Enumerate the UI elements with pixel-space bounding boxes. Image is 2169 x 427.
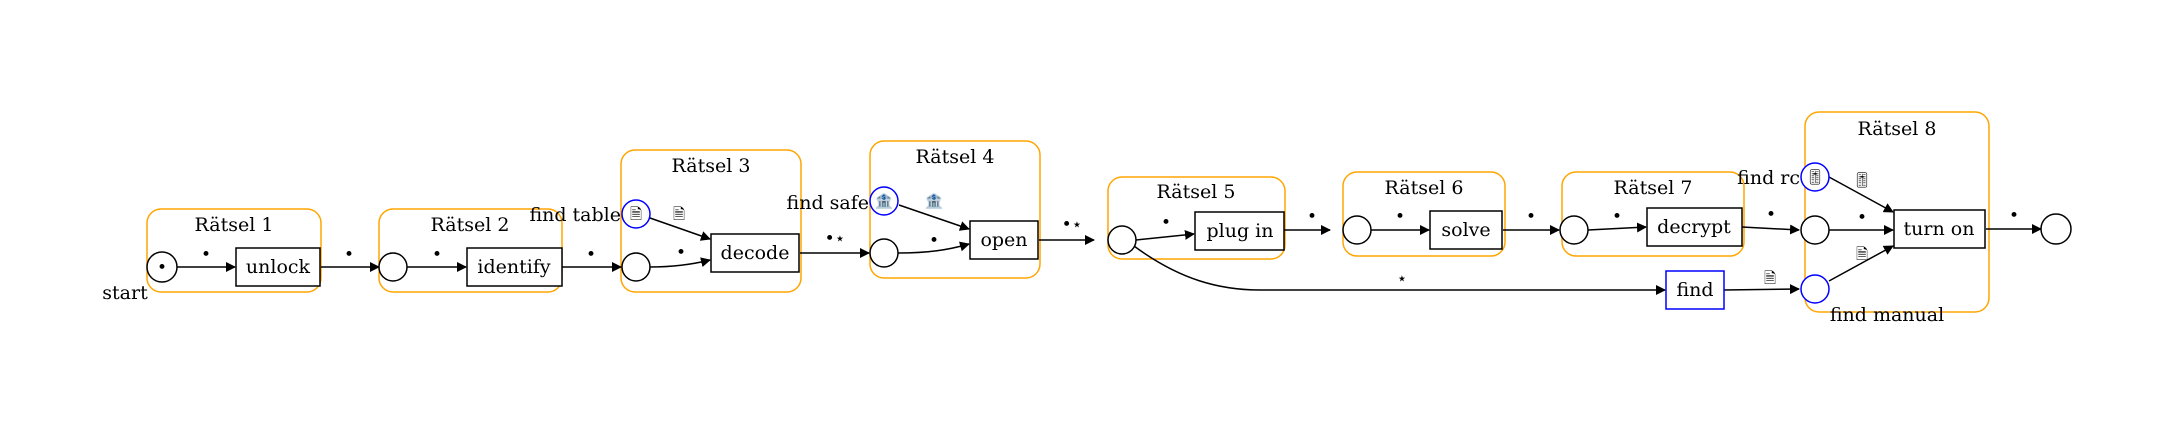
document-icon: 🗎 bbox=[630, 205, 642, 223]
place-find-rc[interactable]: 🎚 bbox=[1800, 162, 1830, 192]
cluster-raetsel-4: Rätsel 4 bbox=[869, 140, 1041, 279]
transition-open-label: open bbox=[980, 229, 1027, 251]
remote-control-icon: 🎚 bbox=[1805, 168, 1824, 186]
cluster-raetsel-5: Rätsel 5 bbox=[1107, 176, 1286, 260]
place-raetsel-8[interactable] bbox=[1800, 215, 1830, 245]
cluster-raetsel-5-title: Rätsel 5 bbox=[1157, 181, 1236, 203]
edge-labels: • • • • • 🗎 •⋆ • 🏦 •⋆ • ⋆ • • • • • 🎚 • … bbox=[201, 171, 2019, 289]
cluster-raetsel-6: Rätsel 6 bbox=[1342, 171, 1506, 257]
find-table-label: find table bbox=[529, 204, 621, 226]
cluster-raetsel-4-title: Rätsel 4 bbox=[916, 146, 995, 168]
edge-label-token: • bbox=[432, 245, 442, 265]
transition-find-label: find bbox=[1676, 279, 1713, 301]
transition-decrypt-label: decrypt bbox=[1657, 216, 1731, 238]
transition-decode-label: decode bbox=[721, 242, 790, 264]
transition-plug-in[interactable]: plug in bbox=[1194, 211, 1285, 251]
edge-label-token: • bbox=[201, 245, 211, 265]
edge-label-star: ⋆ bbox=[1397, 269, 1408, 289]
remote-control-icon: 🎚 bbox=[1852, 171, 1871, 189]
find-manual-label: find manual bbox=[1830, 304, 1944, 326]
edge-p4-open bbox=[897, 241, 970, 254]
edge-findmanual-turnon bbox=[1828, 245, 1894, 282]
place-find-safe[interactable]: 🏦 bbox=[869, 186, 899, 216]
transitions: unlock identify decode open plug in solv… bbox=[235, 207, 1986, 310]
edges bbox=[177, 176, 2042, 295]
edge-label-token: • bbox=[929, 231, 939, 251]
place-raetsel-6[interactable] bbox=[1342, 215, 1372, 245]
edge-decrypt-p8 bbox=[1741, 224, 1800, 235]
start-token: • bbox=[157, 258, 167, 278]
cluster-raetsel-3-title: Rätsel 3 bbox=[672, 155, 751, 177]
edge-findsafe-open bbox=[898, 204, 970, 231]
edge-p5-find bbox=[1133, 245, 1666, 295]
transition-unlock-label: unlock bbox=[246, 256, 311, 278]
edge-label-token: • bbox=[1526, 207, 1536, 227]
transition-unlock[interactable]: unlock bbox=[235, 247, 321, 287]
transition-turn-on[interactable]: turn on bbox=[1893, 209, 1986, 249]
edge-label-token: • bbox=[586, 245, 596, 265]
edge-label-token: • bbox=[676, 243, 686, 263]
edge-label-token: • bbox=[2009, 206, 2019, 226]
edge-p7-decrypt bbox=[1587, 222, 1647, 233]
transition-solve[interactable]: solve bbox=[1429, 210, 1503, 250]
find-rc-label: find rc bbox=[1737, 167, 1800, 189]
places: • start 🗎 find table 🏦 find safe 🎚 find … bbox=[102, 162, 2072, 326]
place-raetsel-2[interactable] bbox=[378, 252, 408, 282]
edge-label-token: • bbox=[344, 245, 354, 265]
place-raetsel-7[interactable] bbox=[1559, 215, 1589, 245]
cluster-raetsel-8: Rätsel 8 bbox=[1804, 111, 1990, 313]
edge-label-token-star: •⋆ bbox=[1062, 215, 1083, 235]
transition-turn-on-label: turn on bbox=[1904, 218, 1975, 240]
edge-p3-decode bbox=[649, 257, 711, 268]
cluster-raetsel-7-title: Rätsel 7 bbox=[1614, 177, 1693, 199]
cluster-raetsel-3: Rätsel 3 bbox=[620, 149, 802, 293]
document-icon: 🗎 bbox=[1856, 245, 1868, 263]
place-start[interactable]: • bbox=[146, 251, 178, 283]
edge-label-token: • bbox=[1612, 207, 1622, 227]
edge-label-token: • bbox=[1395, 207, 1405, 227]
edge-label-token: • bbox=[1161, 213, 1171, 233]
edge-label-token: • bbox=[1307, 207, 1317, 227]
transition-find[interactable]: find bbox=[1665, 270, 1725, 310]
bank-icon: 🏦 bbox=[875, 192, 894, 210]
transition-solve-label: solve bbox=[1441, 219, 1490, 241]
transition-decode[interactable]: decode bbox=[710, 233, 800, 273]
edge-find-findmanual bbox=[1723, 284, 1800, 295]
place-raetsel-4[interactable] bbox=[869, 238, 899, 268]
edge-label-token: • bbox=[1857, 208, 1867, 228]
document-icon: 🗎 bbox=[1764, 269, 1776, 287]
cluster-raetsel-1-title: Rätsel 1 bbox=[195, 214, 274, 236]
transition-identify-label: identify bbox=[477, 256, 550, 278]
cluster-raetsel-6-title: Rätsel 6 bbox=[1385, 177, 1464, 199]
transition-open[interactable]: open bbox=[969, 220, 1039, 260]
document-icon: 🗎 bbox=[673, 205, 685, 223]
cluster-raetsel-2-title: Rätsel 2 bbox=[431, 214, 510, 236]
bank-icon: 🏦 bbox=[925, 192, 944, 210]
edge-label-token-star: •⋆ bbox=[825, 229, 846, 249]
find-safe-label: find safe bbox=[787, 192, 869, 214]
place-raetsel-5[interactable] bbox=[1107, 225, 1137, 255]
place-end[interactable] bbox=[2040, 213, 2072, 245]
cluster-raetsel-7: Rätsel 7 bbox=[1561, 171, 1745, 257]
edge-findrc-turnon bbox=[1828, 176, 1894, 213]
edge-findtable-decode bbox=[649, 217, 711, 241]
transition-identify[interactable]: identify bbox=[466, 247, 563, 287]
place-find-manual[interactable] bbox=[1800, 274, 1830, 304]
start-label: start bbox=[102, 282, 148, 304]
place-find-table[interactable]: 🗎 bbox=[621, 199, 651, 229]
place-raetsel-3[interactable] bbox=[621, 252, 651, 282]
cluster-raetsel-8-title: Rätsel 8 bbox=[1858, 118, 1937, 140]
cluster-raetsel-1: Rätsel 1 bbox=[146, 208, 322, 293]
edge-p5-plugin bbox=[1135, 229, 1195, 241]
transition-decrypt[interactable]: decrypt bbox=[1646, 207, 1743, 247]
edge-label-token: • bbox=[1766, 205, 1776, 225]
transition-plug-in-label: plug in bbox=[1207, 220, 1274, 242]
